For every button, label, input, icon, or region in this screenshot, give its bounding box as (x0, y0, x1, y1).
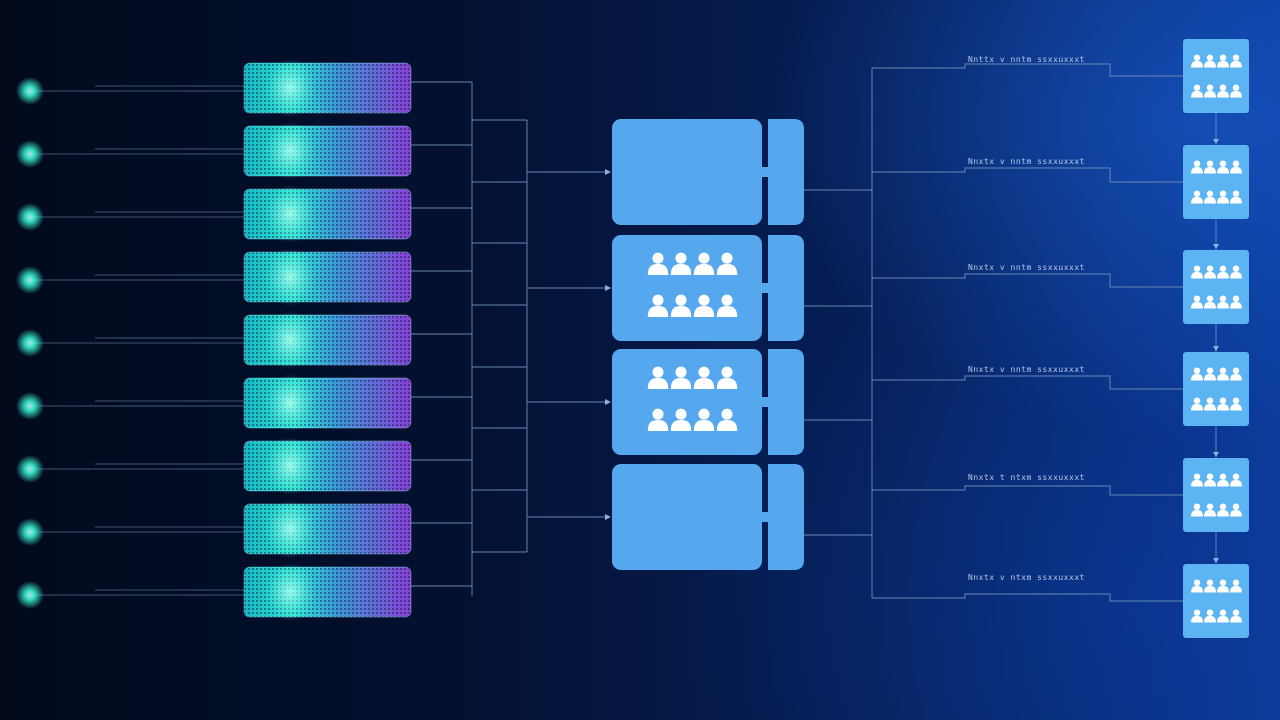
arrow-head-icon (1213, 244, 1219, 249)
glow-dot-icon (16, 77, 44, 105)
grid-slab-icon (243, 248, 412, 306)
glow-dot-icon (16, 518, 44, 546)
arrow-head-icon (605, 169, 611, 175)
output-node-body (1183, 564, 1249, 638)
output-branch-line (872, 273, 1183, 288)
output-label: Nnxtx v nntm ssxxuxxxt (968, 157, 1085, 166)
slab-outline (243, 440, 412, 492)
output-label: Nnxtx v nntm ssxxuxxxt (968, 263, 1085, 272)
block-side-panel (768, 349, 804, 455)
arrow-head-icon (1213, 346, 1219, 351)
data-slabs (243, 59, 412, 621)
output-label: Nnxtx v nntm ssxxuxxxt (968, 365, 1085, 374)
output-branch-line (872, 485, 1183, 496)
output-node-body (1183, 250, 1249, 324)
block-side-panel (768, 235, 804, 341)
blank-block-icon (612, 464, 804, 570)
glow-dot-icon (16, 329, 44, 357)
source-nodes (16, 77, 44, 609)
grid-slab-icon (243, 374, 412, 432)
arrow-head-icon (1213, 558, 1219, 563)
output-branch-line (872, 167, 1183, 183)
grid-slab-icon (243, 59, 412, 117)
output-branch-line (872, 593, 1183, 602)
slab-glow-highlight (264, 248, 316, 306)
slab-outline (243, 566, 412, 618)
glow-dot-icon (16, 203, 44, 231)
grid-slab-icon (243, 185, 412, 243)
slab-outline (243, 188, 412, 240)
block-main-panel (612, 464, 762, 570)
slab-glow-highlight (264, 374, 316, 432)
slab-glow-highlight (264, 59, 316, 117)
block-side-panel (768, 464, 804, 570)
block-side-panel (768, 119, 804, 225)
glow-dot-icon (16, 392, 44, 420)
blank-block-icon (612, 119, 804, 225)
output-label: Nnxtx v ntxm ssxxuxxxt (968, 573, 1085, 582)
arrow-head-icon (1213, 139, 1219, 144)
output-node-body (1183, 145, 1249, 219)
people-group-icon (612, 235, 804, 341)
people-group-icon (1183, 564, 1249, 638)
slab-glow-highlight (264, 437, 316, 495)
output-branch-line (872, 63, 1183, 77)
slab-glow-highlight (264, 311, 316, 369)
glow-dot-icon (16, 581, 44, 609)
people-group-icon (1183, 352, 1249, 426)
output-branch-line (872, 375, 1183, 390)
arrow-head-icon (1213, 452, 1219, 457)
arrow-head-icon (605, 514, 611, 520)
arrow-head-icon (605, 285, 611, 291)
slab-outline (243, 251, 412, 303)
slab-outline (243, 125, 412, 177)
glow-dot-icon (16, 455, 44, 483)
people-group-icon (1183, 250, 1249, 324)
connector-lines (32, 63, 1219, 602)
central-blocks (612, 119, 804, 570)
output-label: Nnttx v nntm ssxxuxxxt (968, 55, 1085, 64)
grid-slab-icon (243, 500, 412, 558)
people-group-icon (1183, 39, 1249, 113)
slab-outline (243, 377, 412, 429)
output-node-body (1183, 39, 1249, 113)
block-joint (762, 512, 778, 522)
block-main-panel (612, 235, 762, 341)
block-joint (762, 283, 778, 293)
block-joint (762, 397, 778, 407)
block-joint (762, 167, 778, 177)
slab-glow-highlight (264, 122, 316, 180)
people-group-icon (612, 349, 804, 455)
output-node-body (1183, 352, 1249, 426)
output-nodes (1183, 39, 1249, 638)
slab-outline (243, 503, 412, 555)
block-main-panel (612, 119, 762, 225)
slab-glow-highlight (264, 563, 316, 621)
people-group-icon (1183, 145, 1249, 219)
slab-outline (243, 314, 412, 366)
block-main-panel (612, 349, 762, 455)
slab-glow-highlight (264, 185, 316, 243)
grid-slab-icon (243, 563, 412, 621)
grid-slab-icon (243, 437, 412, 495)
output-label: Nnxtx t ntxm ssxxuxxxt (968, 473, 1085, 482)
grid-slab-icon (243, 122, 412, 180)
glow-dot-icon (16, 266, 44, 294)
output-node-body (1183, 458, 1249, 532)
people-group-icon (1183, 458, 1249, 532)
glow-dot-icon (16, 140, 44, 168)
arrow-head-icon (605, 399, 611, 405)
slab-glow-highlight (264, 500, 316, 558)
grid-slab-icon (243, 311, 412, 369)
slab-outline (243, 62, 412, 114)
